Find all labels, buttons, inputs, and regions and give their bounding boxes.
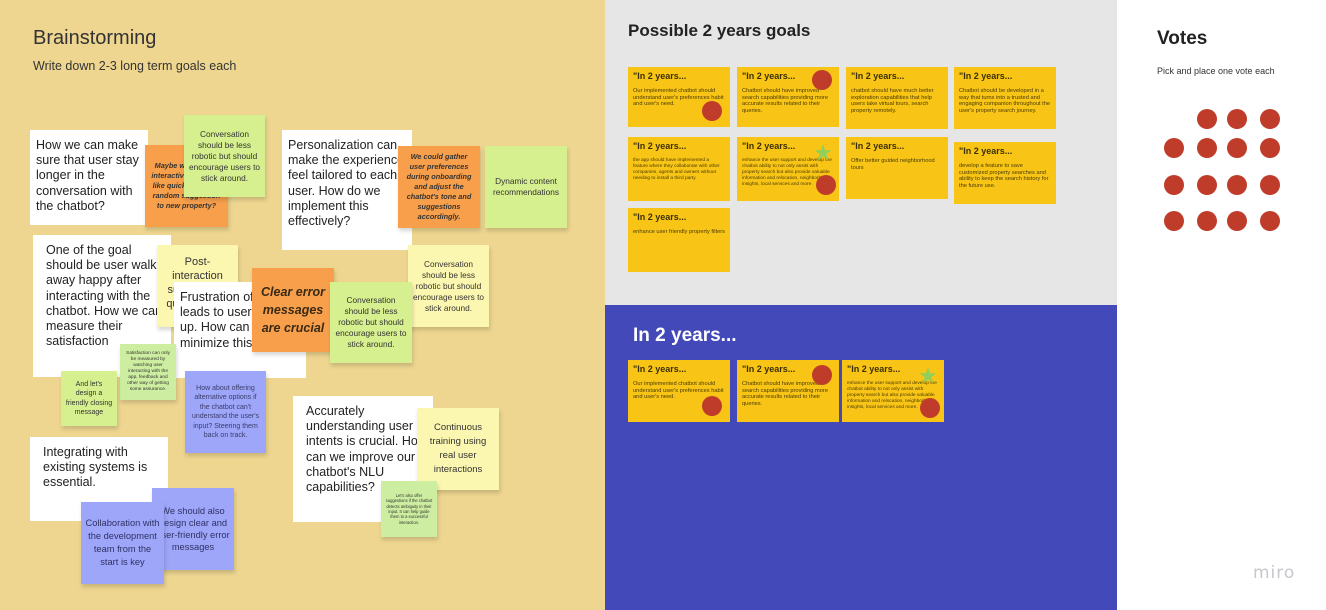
vote-dot[interactable]	[1197, 175, 1217, 195]
goal-card-body: the app should have implemented a featur…	[633, 158, 720, 181]
brainstorming-subtitle: Write down 2-3 long term goals each	[33, 59, 237, 73]
sticky-note-continuous-training[interactable]: Continuous training using real user inte…	[417, 408, 499, 490]
vote-dot[interactable]	[1227, 138, 1247, 158]
vote-dot[interactable]	[702, 396, 722, 416]
goal-card-title: "In 2 years...	[633, 364, 687, 374]
vote-dot[interactable]	[1197, 211, 1217, 231]
idea-card-walk-away-happy[interactable]: One of the goal should be user walks awa…	[33, 235, 171, 377]
goal-card-body: Chatbot should be developed in a way tha…	[959, 88, 1051, 114]
goal-card-title: "In 2 years...	[959, 146, 1013, 156]
goal-card-body: Offer better guided neighborhood tours	[851, 158, 935, 171]
miro-logo: miro	[1253, 563, 1296, 583]
goal-card-5[interactable]: "In 2 years... the app should have imple…	[628, 137, 730, 201]
goal-card-title: "In 2 years...	[742, 141, 796, 151]
votes-frame[interactable]	[1117, 0, 1326, 610]
goal-card-body: develop a feature to save customized pro…	[959, 163, 1049, 189]
goal-card-4[interactable]: "In 2 years... Chatbot should be develop…	[954, 67, 1056, 129]
star-icon[interactable]: ★	[918, 363, 938, 388]
sticky-note-less-robotic-2[interactable]: Conversation should be less robotic but …	[330, 282, 412, 363]
vote-dot[interactable]	[1197, 138, 1217, 158]
goal-card-6[interactable]: "In 2 years... enhance the user support …	[737, 137, 839, 201]
sticky-note-text: Collaboration with the development team …	[85, 518, 160, 567]
goal-card-body: enhance user friendly property filters	[633, 229, 725, 235]
vote-dot[interactable]	[1164, 211, 1184, 231]
votes-subtitle: Pick and place one vote each	[1157, 66, 1275, 76]
goal-card-9[interactable]: "In 2 years... enhance user friendly pro…	[628, 208, 730, 272]
sticky-note-alternative-options[interactable]: How about offering alternative options i…	[185, 371, 266, 453]
goal-card-title: "In 2 years...	[633, 71, 687, 81]
idea-card-personalization[interactable]: Personalization can make the experience …	[282, 130, 412, 250]
vote-dot[interactable]	[1197, 109, 1217, 129]
sticky-note-collaboration[interactable]: Collaboration with the development team …	[81, 502, 164, 584]
goal-card-body: enhance the user support and develop the…	[742, 158, 832, 187]
sticky-note-text: And let's design a friendly closing mess…	[65, 380, 113, 417]
vote-dot[interactable]	[812, 365, 832, 385]
in-2-years-frame[interactable]	[605, 305, 1117, 610]
sticky-note-text: Conversation should be less robotic but …	[412, 258, 485, 313]
goal-card-body: Chatbot should have improved search capa…	[742, 88, 828, 114]
sticky-note-text: We should also design clear and user-fri…	[156, 506, 230, 552]
vote-dot[interactable]	[1164, 138, 1184, 158]
goal-card-body: Our implemented chatbot should understan…	[633, 381, 724, 401]
goal-card-8[interactable]: "In 2 years... develop a feature to save…	[954, 142, 1056, 204]
goal-card-7[interactable]: "In 2 years... Offer better guided neigh…	[846, 137, 948, 199]
goal-card-title: "In 2 years...	[847, 364, 901, 374]
sticky-note-offer-suggestions[interactable]: Let's also offer suggestions if the chat…	[381, 481, 437, 537]
sticky-note-friendly-closing[interactable]: And let's design a friendly closing mess…	[61, 371, 117, 426]
goal-card-title: "In 2 years...	[742, 71, 796, 81]
sticky-note-satisfaction[interactable]: Satisfaction can only be measured by wat…	[120, 344, 176, 400]
sticky-note-text: Satisfaction can only be measured by wat…	[126, 351, 170, 392]
sticky-note-dynamic-content[interactable]: Dynamic content recommendations	[485, 146, 567, 228]
goal-card-body: Our implemented chatbot should understan…	[633, 88, 724, 108]
goal-card-body: enhance the user support and develop the…	[847, 381, 937, 410]
vote-dot[interactable]	[1227, 175, 1247, 195]
sticky-note-text: Continuous training using real user inte…	[429, 422, 487, 475]
sticky-note-text: Dynamic content recommendations	[493, 176, 559, 197]
sticky-note-text: Clear error messages are crucial	[261, 285, 325, 335]
goal-card-3[interactable]: "In 2 years... chatbot should have much …	[846, 67, 948, 129]
brainstorming-title: Brainstorming	[33, 27, 157, 49]
vote-dot[interactable]	[816, 175, 836, 195]
possible-goals-title: Possible 2 years goals	[628, 21, 811, 40]
sticky-note-text: Conversation should be less robotic but …	[188, 128, 261, 183]
sticky-note-text: How about offering alternative options i…	[191, 384, 260, 440]
goal-card-body: Chatbot should have improved search capa…	[742, 381, 828, 407]
goal-card-title: "In 2 years...	[851, 71, 905, 81]
sticky-note-less-robotic-3[interactable]: Conversation should be less robotic but …	[408, 245, 489, 327]
goal-card-title: "In 2 years...	[959, 71, 1013, 81]
votes-title: Votes	[1157, 28, 1208, 49]
goal-card-title: "In 2 years...	[742, 364, 796, 374]
vote-dot[interactable]	[1260, 109, 1280, 129]
vote-dot[interactable]	[1260, 138, 1280, 158]
sticky-note-text: Conversation should be less robotic but …	[335, 295, 407, 349]
goal-card-body: chatbot should have much better explorat…	[851, 88, 934, 114]
sticky-note-clear-error-messages[interactable]: Clear error messages are crucial	[252, 268, 334, 352]
goal-card-title: "In 2 years...	[851, 141, 905, 151]
vote-dot[interactable]	[920, 398, 940, 418]
vote-dot[interactable]	[1164, 175, 1184, 195]
vote-dot[interactable]	[812, 70, 832, 90]
vote-dot[interactable]	[1227, 109, 1247, 129]
goal-card-title: "In 2 years...	[633, 141, 687, 151]
star-icon[interactable]: ★	[813, 140, 833, 165]
sticky-note-less-robotic-1[interactable]: Conversation should be less robotic but …	[184, 115, 265, 197]
vote-dot[interactable]	[1260, 175, 1280, 195]
goal-card-title: "In 2 years...	[633, 212, 687, 222]
sticky-note-gather-preferences[interactable]: We could gather user preferences during …	[398, 146, 480, 228]
vote-dot[interactable]	[1260, 211, 1280, 231]
sticky-note-text: Let's also offer suggestions if the chat…	[385, 493, 433, 525]
sticky-note-text: We could gather user preferences during …	[406, 152, 472, 221]
idea-card-stay-longer[interactable]: How we can make sure that user stay long…	[30, 130, 148, 225]
in-2-years-title: In 2 years...	[633, 325, 737, 346]
vote-dot[interactable]	[1227, 211, 1247, 231]
sticky-note-error-messages-design[interactable]: We should also design clear and user-fri…	[152, 488, 234, 570]
vote-dot[interactable]	[702, 101, 722, 121]
